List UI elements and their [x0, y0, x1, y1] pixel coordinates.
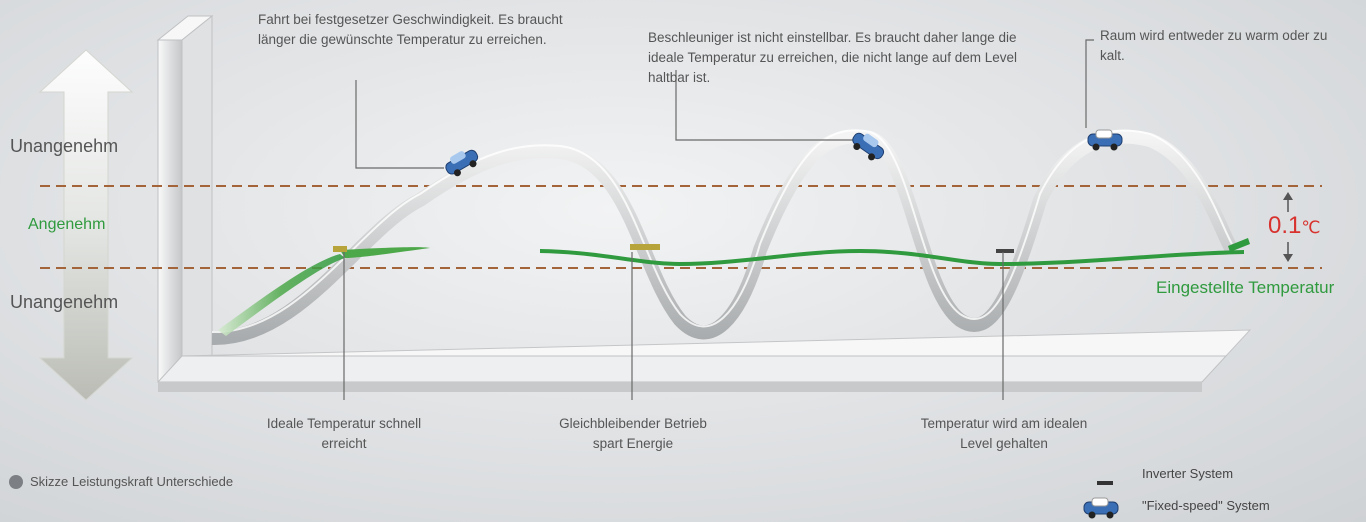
dash-icon [1097, 481, 1113, 485]
inverter-marker-2 [630, 244, 660, 250]
fixed-speed-wave [211, 129, 1239, 346]
callout-kept-level: Temperatur wird am idealen Level gehalte… [920, 416, 1088, 451]
deviation-unit: ℃ [1301, 218, 1321, 237]
legend-fixed-speed: "Fixed-speed" System [1142, 498, 1270, 513]
callout-ideal-fast: Ideale Temperatur schnell erreicht [266, 416, 422, 451]
zone-uncomfortable-top: Unangenehm [10, 136, 119, 156]
arrow-down-icon [1283, 242, 1293, 262]
legend-inverter: Inverter System [1142, 466, 1234, 481]
caption-bullet-icon [9, 475, 23, 489]
note-fixed-speed: Fahrt bei festgesetzer Geschwindigkeit. … [258, 12, 563, 47]
leader-lines [343, 39, 1094, 400]
note-too-warm-cold: Raum wird entweder zu warm oder zu kalt. [1100, 28, 1328, 63]
deviation-value: 0.1 [1268, 212, 1302, 239]
deviation-label: 0.1℃ [1268, 212, 1320, 240]
car-icon [852, 132, 885, 161]
car-icon [445, 149, 479, 177]
set-temperature-label: Eingestellte Temperatur [1156, 278, 1335, 297]
inverter-marker-1 [333, 246, 347, 252]
zone-comfortable: Angenehm [28, 216, 106, 233]
arrow-up-icon [1283, 192, 1293, 212]
up-down-arrow-icon [38, 49, 134, 401]
note-no-acceleration: Beschleuniger ist nicht einstellbar. Es … [648, 30, 1017, 85]
zone-uncomfortable-bottom: Unangenehm [10, 292, 119, 312]
inverter-band [218, 238, 1250, 336]
axis-frame [156, 14, 1252, 392]
car-icon [1083, 497, 1119, 519]
callout-steady: Gleichbleibender Betrieb spart Energie [559, 416, 707, 451]
car-icon [1087, 129, 1123, 151]
caption: Skizze Leistungskraft Unterschiede [30, 474, 234, 489]
inverter-marker-3 [996, 249, 1014, 253]
